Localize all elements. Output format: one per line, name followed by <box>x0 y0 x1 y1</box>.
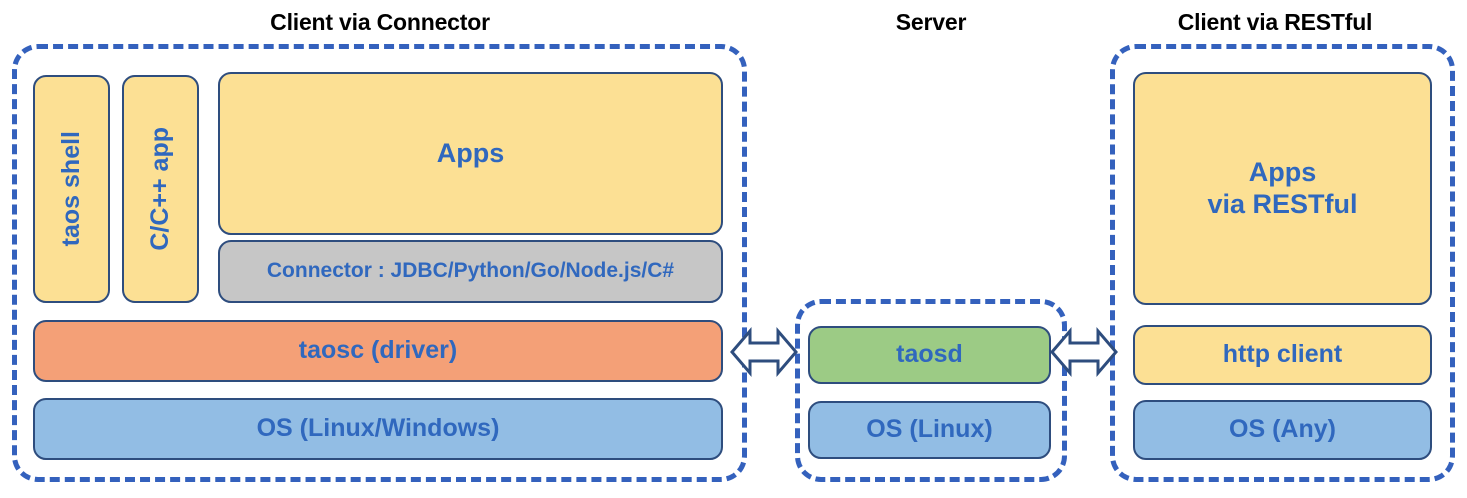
group-frame-server <box>795 299 1067 482</box>
box-os-linux: OS (Linux) <box>808 401 1051 459</box>
box-os-any: OS (Any) <box>1133 400 1432 460</box>
section-title-client-via-connector: Client via Connector <box>270 9 490 35</box>
section-title-client-via-restful: Client via RESTful <box>1177 9 1373 35</box>
box-os-any-label: OS (Any) <box>1229 415 1336 444</box>
box-apps-label: Apps <box>436 137 505 168</box>
box-connector-libraries: Connector : JDBC/Python/Go/Node.js/C# <box>218 240 723 303</box>
box-taosd: taosd <box>808 326 1051 384</box>
box-c-cpp-app-label: C/C++ app <box>145 127 174 251</box>
box-c-cpp-app: C/C++ app <box>122 75 199 303</box>
double-headed-arrow-icon-client-server <box>730 326 798 378</box>
box-taos-shell-label: taos shell <box>56 131 85 247</box>
box-http-client: http client <box>1133 325 1432 385</box>
box-http-client-label: http client <box>1222 340 1343 369</box>
box-apps: Apps <box>218 72 723 235</box>
group-frame-client-via-restful <box>1110 44 1455 482</box>
box-apps-via-restful: Apps via RESTful <box>1133 72 1432 305</box>
box-apps-via-restful-line1: Apps <box>1248 156 1317 187</box>
box-apps-via-restful-line2: via RESTful <box>1207 188 1358 219</box>
section-title-server: Server <box>895 9 967 35</box>
box-taos-shell: taos shell <box>33 75 110 303</box>
box-os-linux-windows-label: OS (Linux/Windows) <box>256 414 500 443</box>
box-taosc-driver: taosc (driver) <box>33 320 723 382</box>
box-os-linux-label: OS (Linux) <box>866 415 993 444</box>
box-connector-libraries-label: Connector : JDBC/Python/Go/Node.js/C# <box>266 259 675 283</box>
group-frame-client-via-connector <box>12 44 747 482</box>
double-headed-arrow-icon-server-restful <box>1050 326 1118 378</box>
box-taosd-label: taosd <box>896 340 963 369</box>
box-taosc-driver-label: taosc (driver) <box>298 336 458 365</box>
box-apps-via-restful-label: Apps via RESTful <box>1207 157 1357 221</box>
box-os-linux-windows: OS (Linux/Windows) <box>33 398 723 460</box>
